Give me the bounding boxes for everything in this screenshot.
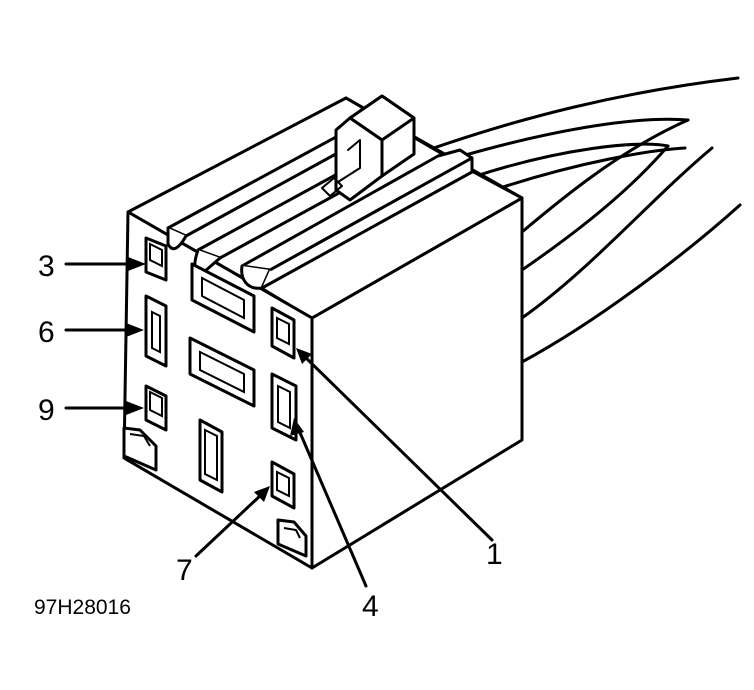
cavity-key-lower-left: [122, 426, 158, 472]
arrow-pin-7: [194, 492, 264, 558]
cavity-center-bottom: [198, 418, 224, 494]
arrow-pin-4: [296, 426, 368, 588]
latch-tab: [321, 94, 416, 202]
label-pin-4: 4: [362, 590, 379, 623]
cavity-9: [144, 384, 168, 432]
cavity-1: [270, 306, 296, 360]
label-pin-9: 9: [38, 394, 55, 427]
cavity-4: [270, 372, 298, 442]
cavity-center-top: [190, 262, 256, 334]
cavity-center-middle: [188, 336, 256, 408]
locking-ribs: [166, 122, 474, 319]
cavity-7: [270, 460, 296, 510]
arrow-pin-1: [300, 352, 494, 542]
label-pin-1: 1: [486, 538, 503, 571]
terminal-cavities: [122, 236, 308, 558]
wire-bundle: [426, 76, 742, 364]
cavity-3: [144, 236, 168, 282]
callout-arrows: [64, 257, 494, 588]
label-pin-6: 6: [38, 316, 55, 349]
label-pin-7: 7: [176, 554, 193, 587]
cavity-6: [144, 294, 168, 368]
label-pin-3: 3: [38, 250, 55, 283]
pin-labels: 3 6 9 7 4 1: [38, 250, 503, 623]
figure-code: 97H28016: [34, 596, 131, 619]
connector-housing: [122, 96, 524, 570]
cavity-key-lower-right: [276, 518, 308, 558]
